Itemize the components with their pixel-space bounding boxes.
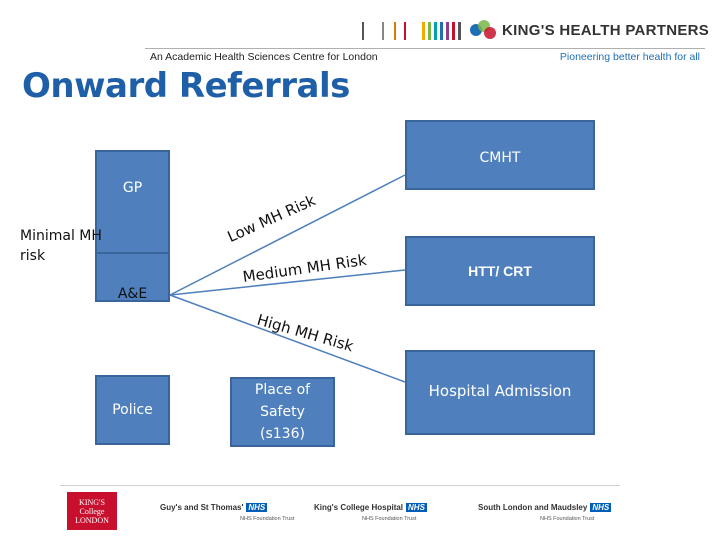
kcl-line-2: College [79, 506, 105, 516]
place-of-safety-box: Place of Safety (s136) [230, 377, 335, 447]
header-tagline: Pioneering better health for all [559, 51, 700, 63]
partner-kch-text: King's College Hospital [314, 503, 404, 512]
brand-logo-bars [360, 22, 480, 40]
partner-guys-trust: NHS Foundation Trust [240, 516, 295, 522]
partner-guys-text: Guy's and St Thomas' [160, 503, 244, 512]
partner-kch-trust: NHS Foundation Trust [362, 516, 417, 522]
pos-line-2: Safety [260, 404, 305, 420]
partner-slam-text: South London and Maudsley [478, 503, 588, 512]
brand-logo-icon [470, 20, 498, 40]
ae-label: A&E [117, 286, 148, 302]
police-box: Police [95, 375, 170, 445]
hospital-admission-box: Hospital Admission [405, 350, 595, 435]
nhs-logo: NHS [246, 503, 268, 512]
gp-label: GP [122, 180, 143, 196]
connector-ae-cmht [169, 174, 406, 296]
ae-box-lower [95, 252, 170, 302]
hospital-admission-label: Hospital Admission [428, 382, 572, 400]
minimal-risk-line-1: Minimal MH [20, 228, 102, 244]
header-subtitle: An Academic Health Sciences Centre for L… [150, 51, 378, 63]
cmht-box: CMHT [405, 120, 595, 190]
kcl-line-3: LONDON [75, 515, 109, 525]
partner-guys-name: Guy's and St Thomas'NHS [160, 503, 268, 512]
htt-crt-label: HTT/ CRT [468, 263, 532, 279]
minimal-risk-label: Minimal MH risk [20, 226, 130, 266]
minimal-risk-line-2: risk [20, 248, 46, 264]
header-divider [145, 48, 705, 49]
page-title: Onward Referrals [22, 66, 350, 106]
kcl-logo: KING'S College LONDON [67, 492, 117, 530]
brand-name: KING'S HEALTH PARTNERS [502, 22, 710, 39]
pos-line-3: (s136) [260, 426, 305, 442]
cmht-label: CMHT [479, 150, 521, 166]
kcl-line-1: KING'S [79, 497, 105, 507]
footer-divider [60, 485, 620, 486]
connector-ae-hospital [169, 294, 406, 383]
police-label: Police [112, 402, 153, 418]
connector-ae-htt [169, 269, 406, 296]
nhs-logo: NHS [406, 503, 427, 512]
partner-slam-trust: NHS Foundation Trust [540, 516, 595, 522]
nhs-logo: NHS [590, 503, 612, 512]
pos-line-1: Place of [254, 382, 311, 398]
htt-crt-box: HTT/ CRT [405, 236, 595, 306]
